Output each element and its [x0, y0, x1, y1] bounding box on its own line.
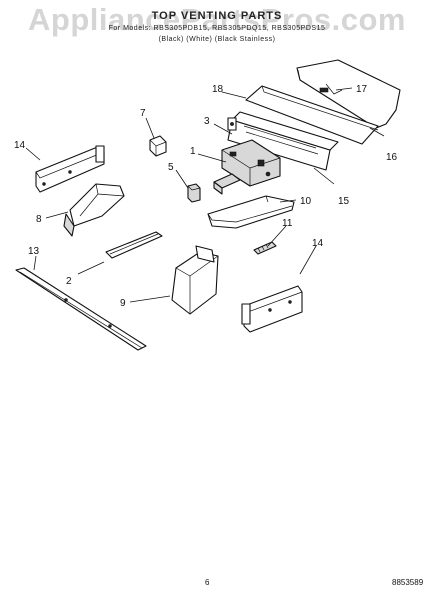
part-9-vertical-duct[interactable]: [171, 245, 219, 315]
callout-3: 3: [204, 116, 210, 127]
page-number: 6: [205, 578, 210, 587]
callout-5: 5: [168, 162, 174, 173]
callout-14-upper: 14: [14, 140, 26, 151]
callout-7: 7: [140, 108, 146, 119]
part-14-side-bracket-right[interactable]: [241, 285, 303, 333]
part-terminal-bar[interactable]: [213, 173, 241, 195]
callout-17: 17: [356, 84, 368, 95]
callout-8: 8: [36, 214, 42, 225]
part-2-strip[interactable]: [105, 231, 163, 259]
leader-lines: [25, 87, 385, 303]
callout-14-lower: 14: [312, 238, 324, 249]
callout-15: 15: [338, 196, 350, 207]
part-18-plate[interactable]: [245, 85, 379, 145]
diagram-code: 8853589: [392, 578, 424, 587]
part-1-blower-assembly[interactable]: [221, 139, 281, 187]
callout-13: 13: [28, 246, 40, 257]
part-15-vent-panel[interactable]: [227, 111, 339, 171]
callout-9: 9: [120, 298, 126, 309]
callout-16: 16: [386, 152, 398, 163]
callout-2: 2: [66, 276, 72, 287]
callout-11: 11: [282, 218, 293, 229]
part-16-cover-panel[interactable]: [296, 59, 401, 129]
callout-1: 1: [190, 146, 196, 157]
part-7-connector[interactable]: [149, 135, 167, 157]
callout-18: 18: [212, 84, 224, 95]
model-colors: (Black) (White) (Black Stainless): [158, 36, 276, 43]
part-13-long-rail[interactable]: [15, 267, 147, 351]
callout-10: 10: [300, 196, 312, 207]
diagram-title: TOP VENTING PARTS: [151, 10, 283, 22]
part-10-duct-bracket[interactable]: [207, 195, 295, 229]
part-17-clip[interactable]: [319, 87, 329, 93]
part-14-side-bracket-left[interactable]: [35, 145, 105, 193]
part-11-terminal[interactable]: [253, 241, 277, 255]
model-numbers: For Models: RBS305PDB15, RBS305PDQ15, RB…: [108, 25, 326, 32]
part-8-duct-hood[interactable]: [63, 183, 125, 237]
part-5-switch-block[interactable]: [187, 183, 201, 203]
